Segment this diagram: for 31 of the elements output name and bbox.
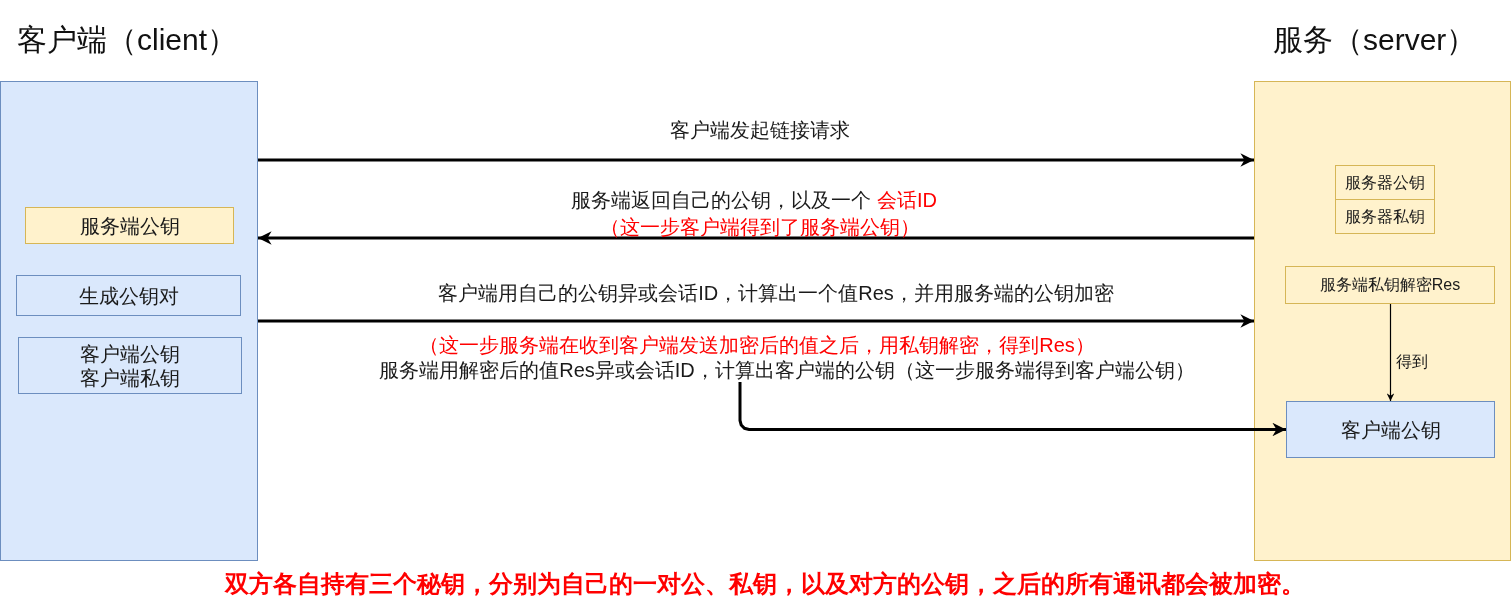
box-text: 服务器公钥 [1345,172,1425,193]
key-box [1286,401,1495,458]
arrow [258,153,1254,167]
arrow [1386,303,1395,402]
note-text: 会话ID [877,188,937,212]
box-text: 服务端公钥 [79,213,180,238]
key-box [25,207,234,244]
box-text: 生成公钥对 [78,283,179,308]
box-text: 服务器私钥 [1345,206,1425,227]
process-box [16,275,241,316]
arrow [738,382,1286,437]
box-text: 客户端公钥 [80,341,180,366]
panel-heading: 服务（server） [1273,22,1477,58]
caption: 双方各自持有三个秘钥，分别为自己的一对公、私钥，以及对方的公钥，之后的所有通讯都会被加密。 [225,570,1305,598]
process-box [1285,266,1495,304]
edge-label: 服务端返回自己的公钥，以及一个 [571,188,871,212]
key-box [18,337,242,394]
edge-label: 得到 [1396,352,1428,372]
note-text: （这一步服务端在收到客户端发送加密后的值之后，用私钥解密，得到Res） [419,333,1095,357]
edge-label: 客户端发起链接请求 [670,118,850,142]
panel-heading: 客户端（client） [17,22,238,58]
arrow [258,314,1254,328]
step-text: 服务端用解密后的值Res异或会话ID，计算出客户端的公钥（这一步服务端得到客户端公钥） [352,358,1222,382]
note-text: （这一步客户端得到了服务端公钥） [600,215,920,239]
arrow [258,231,1254,245]
edge-label: 客户端用自己的公钥异或会话ID，计算出一个值Res，并用服务端的公钥加密 [438,281,1114,305]
key-box [1335,199,1435,234]
box-text: 客户端私钥 [80,365,180,390]
key-box [1335,165,1435,200]
box-text: 客户端公钥 [1340,417,1441,442]
box-text: 服务端私钥解密Res [1319,275,1461,295]
